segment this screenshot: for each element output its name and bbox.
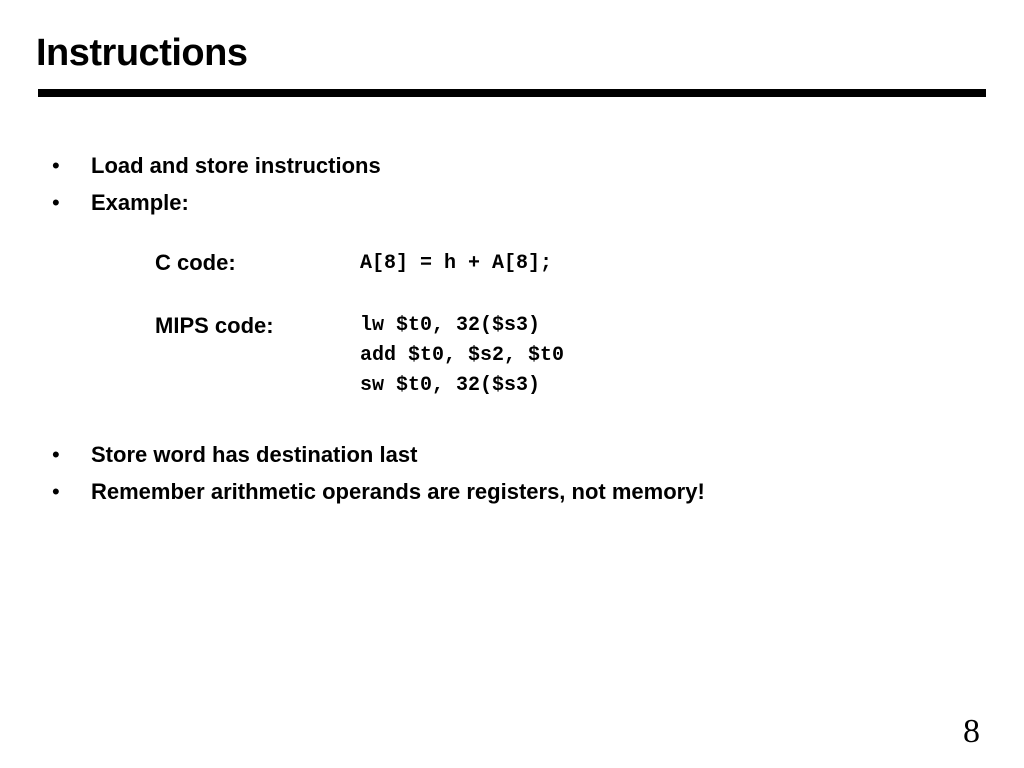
bullet-text: Example: [91, 190, 189, 215]
bullet-text: Store word has destination last [91, 442, 418, 467]
bullet-dot-icon: • [52, 153, 60, 178]
bottom-bullet-list: • Store word has destination last • Reme… [52, 440, 705, 514]
bullet-dot-icon: • [52, 442, 60, 467]
bullet-item: • Example: [52, 188, 381, 225]
bullet-dot-icon: • [52, 190, 60, 215]
bullet-item: • Store word has destination last [52, 440, 705, 477]
bullet-item: • Remember arithmetic operands are regis… [52, 477, 705, 514]
c-code-label: C code: [155, 250, 236, 275]
mips-code-line: lw $t0, 32($s3) [360, 314, 541, 337]
bullet-item: • Load and store instructions [52, 151, 381, 188]
page-number: 8 [963, 713, 980, 750]
c-code-line: A[8] = h + A[8]; [360, 252, 553, 275]
mips-code-label: MIPS code: [155, 313, 274, 338]
slide-title: Instructions [36, 32, 248, 74]
bullet-text: Remember arithmetic operands are registe… [91, 479, 705, 504]
mips-code-line: sw $t0, 32($s3) [360, 374, 541, 397]
bullet-dot-icon: • [52, 479, 60, 504]
top-bullet-list: • Load and store instructions • Example: [52, 151, 381, 225]
mips-code-line: add $t0, $s2, $t0 [360, 344, 565, 367]
bullet-text: Load and store instructions [91, 153, 381, 178]
title-divider [38, 89, 986, 97]
